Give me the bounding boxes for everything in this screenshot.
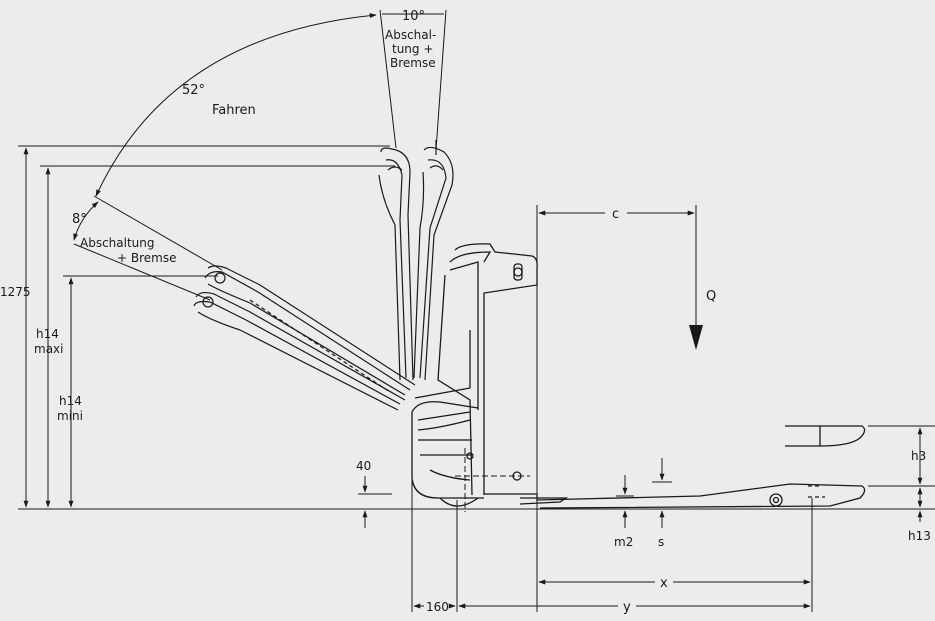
fork-lowered — [484, 483, 866, 509]
arc-52-degrees — [95, 13, 377, 197]
label-h13: h13 — [908, 529, 931, 543]
ray-low-lower — [73, 243, 211, 301]
fork-raised — [785, 425, 866, 447]
label-y: y — [623, 600, 631, 615]
label-m2: m2 — [614, 535, 633, 549]
diagram-labels: 52° Fahren 10° Abschal- tung + Bremse 8°… — [0, 9, 931, 615]
label-abschaltung: Abschaltung — [80, 236, 155, 250]
label-bremse-top: Bremse — [390, 56, 436, 70]
label-s: s — [658, 535, 664, 549]
label-40: 40 — [356, 459, 371, 473]
label-h3: h3 — [911, 449, 926, 463]
label-c: c — [612, 207, 619, 222]
load-arrow — [689, 260, 703, 350]
label-160: 160 — [426, 600, 449, 614]
label-8-degrees: 8° — [72, 212, 87, 227]
label-h14-mini-2: mini — [57, 409, 83, 423]
label-fahren: Fahren — [212, 103, 256, 118]
label-h14-mini-1: h14 — [59, 394, 82, 408]
label-52-degrees: 52° — [182, 83, 205, 98]
label-q: Q — [706, 289, 716, 304]
label-x: x — [660, 576, 668, 591]
handle-upright — [378, 140, 454, 381]
ray-low-upper — [93, 195, 223, 271]
ray-top-right — [435, 9, 447, 151]
label-10-degrees: 10° — [402, 9, 425, 24]
label-bremse-low: + Bremse — [117, 251, 176, 265]
arc-8-degrees — [73, 201, 99, 241]
label-h14-maxi-1: h14 — [36, 327, 59, 341]
handle-lowered — [193, 265, 416, 411]
label-abschal: Abschal- — [385, 28, 436, 42]
label-1275: 1275 — [0, 285, 31, 299]
label-tung: tung + — [392, 42, 433, 56]
ray-top-left — [379, 9, 397, 149]
label-h14-maxi-2: maxi — [34, 342, 63, 356]
